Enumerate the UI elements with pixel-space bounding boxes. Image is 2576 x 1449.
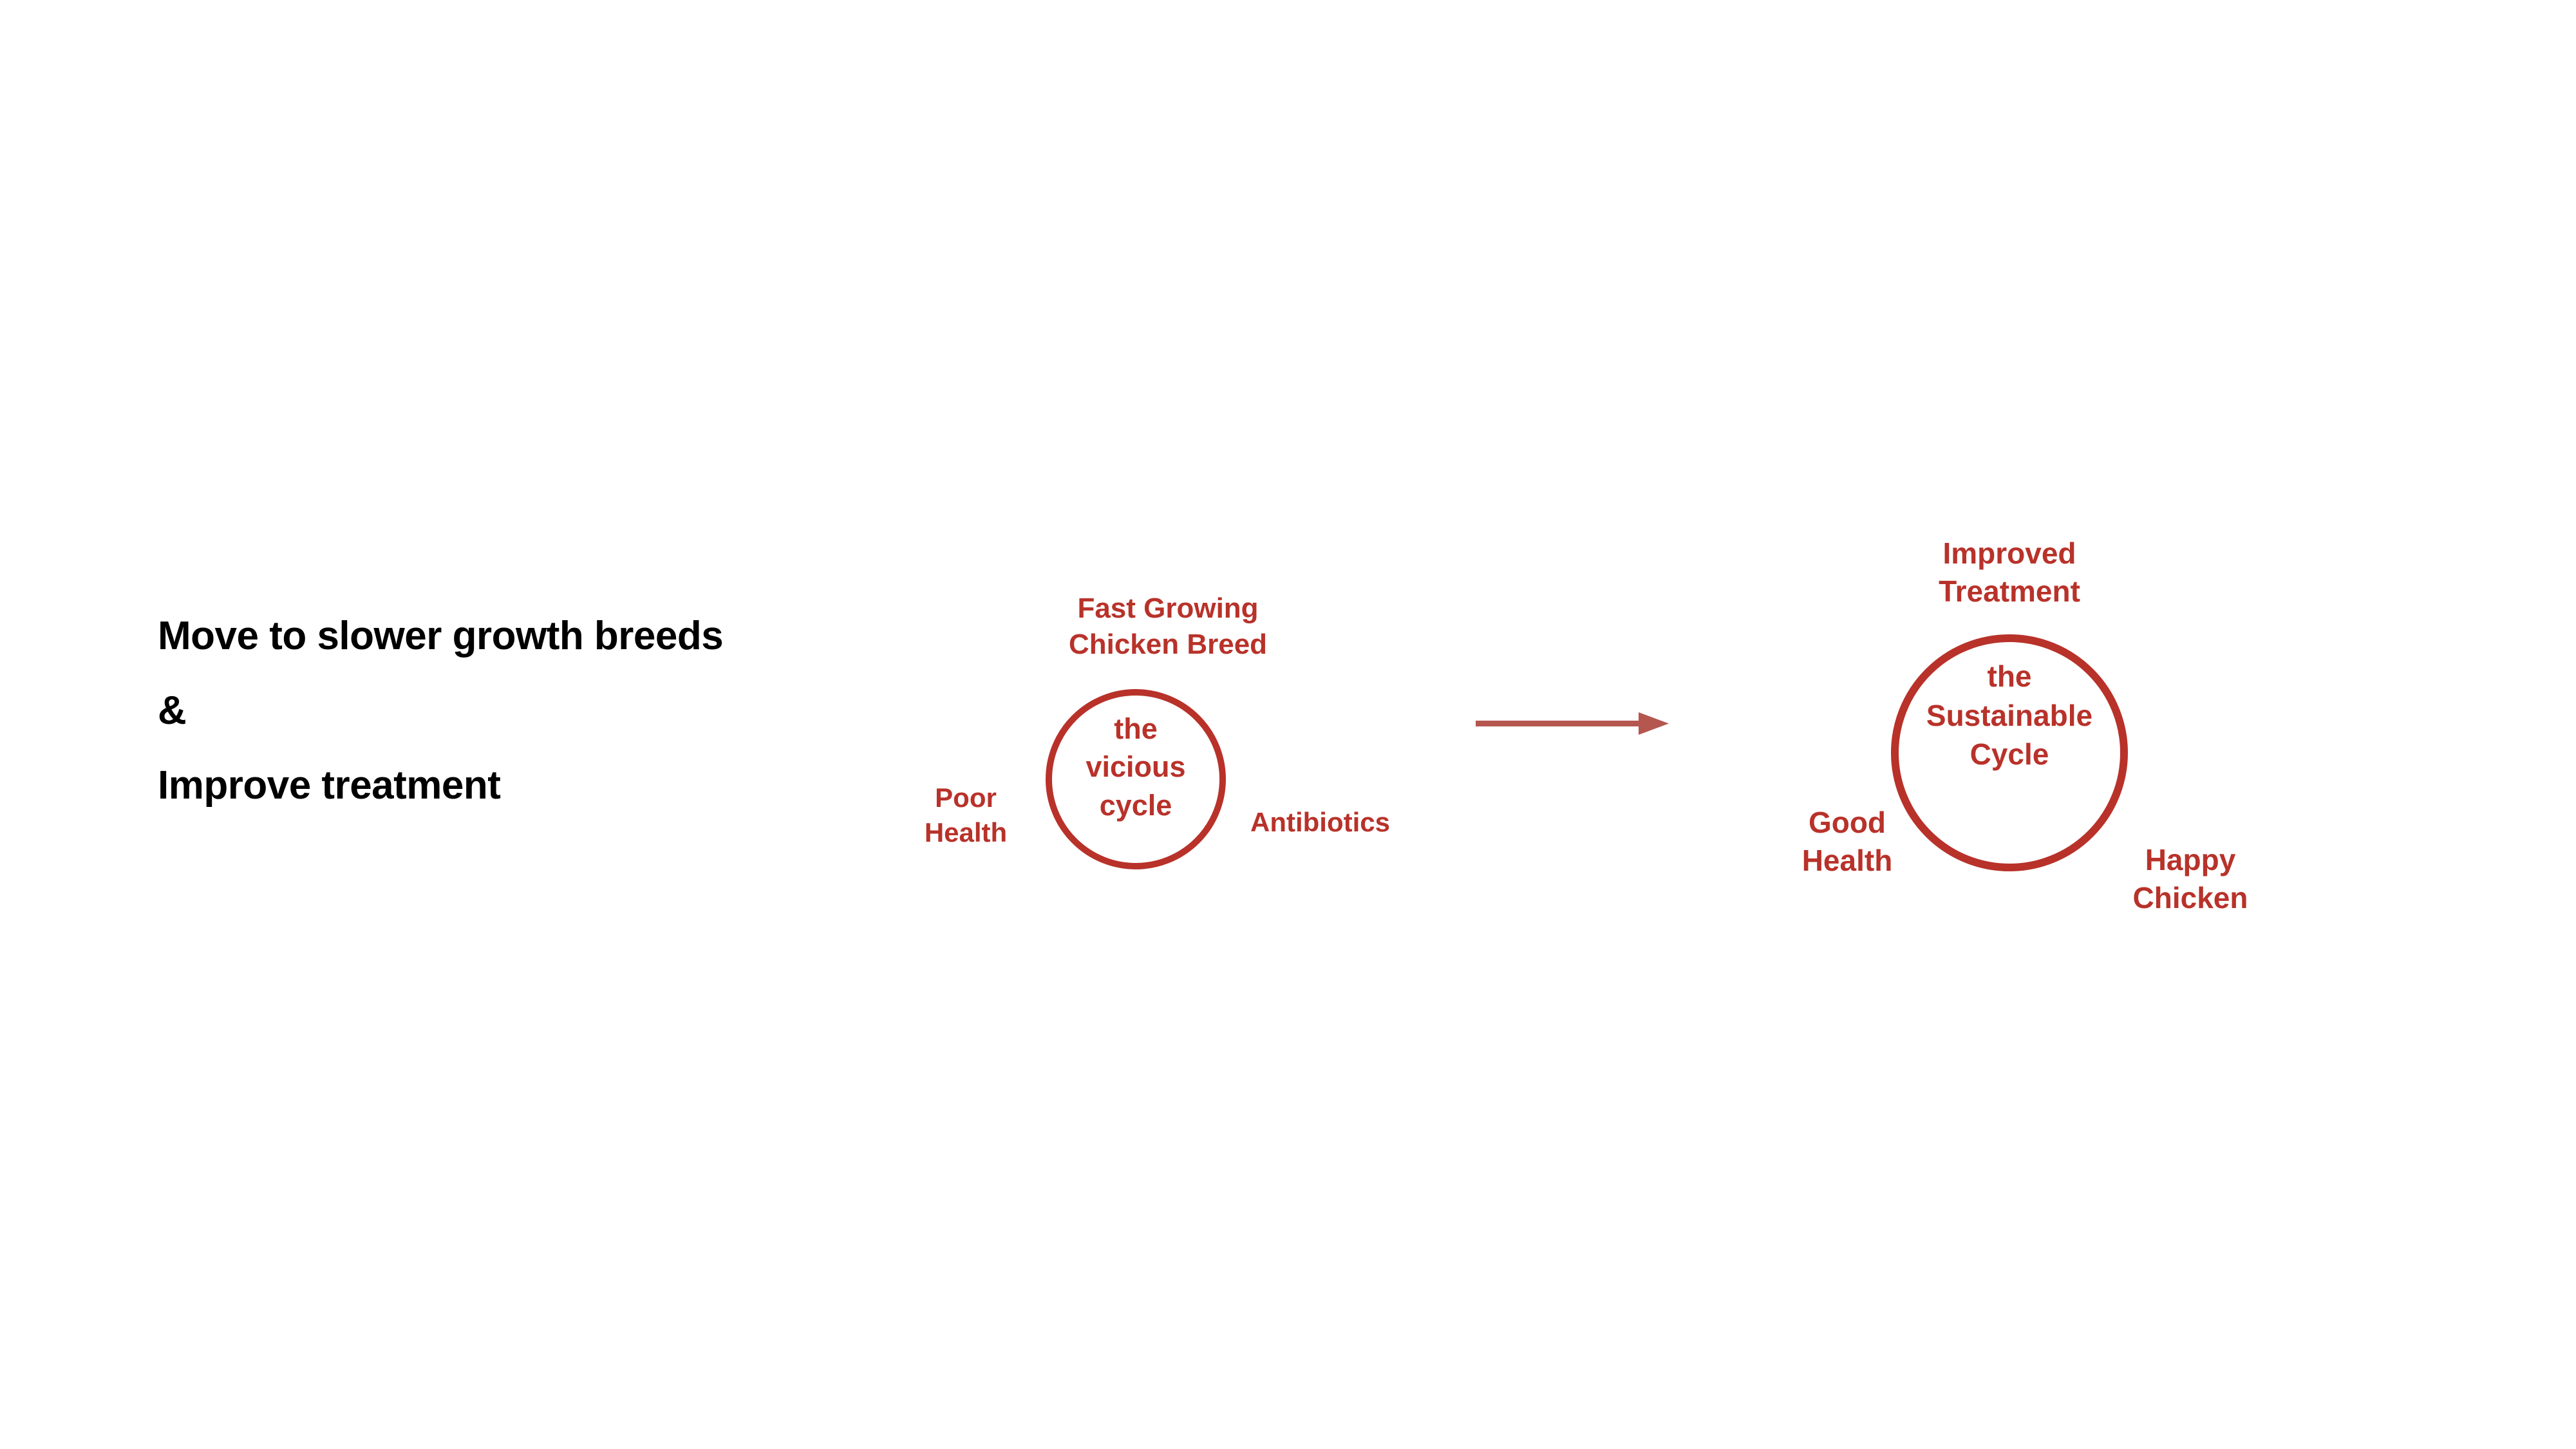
improved-treatment-line-2: Treatment bbox=[1939, 574, 2080, 608]
vicious-core-line-1: the bbox=[1114, 712, 1158, 745]
poor-health-line-2: Health bbox=[924, 817, 1008, 848]
label-poor-health: Poor Health bbox=[869, 781, 1062, 850]
arrow-right-icon bbox=[1476, 712, 1669, 735]
sustainable-cycle-diagram: the Sustainable Cycle Improved Treatment… bbox=[1802, 535, 2367, 914]
label-fast-growing-chicken-breed: Fast Growing Chicken Breed bbox=[1001, 591, 1335, 663]
headline-block: Move to slower growth breeds & Improve t… bbox=[158, 599, 898, 823]
sustainable-core-line-1: the bbox=[1987, 659, 2032, 693]
vicious-cycle-core-label: the vicious cycle bbox=[1046, 710, 1226, 824]
good-health-line-2: Health bbox=[1801, 843, 1893, 877]
vicious-cycle-ring bbox=[1046, 689, 1226, 869]
label-improved-treatment: Improved Treatment bbox=[1881, 535, 2138, 611]
label-antibiotics: Antibiotics bbox=[1250, 805, 1456, 840]
vicious-core-line-3: cycle bbox=[1099, 788, 1172, 822]
vicious-cycle-diagram: the vicious cycle Fast Growing Chicken B… bbox=[925, 567, 1468, 889]
fast-growing-line-1: Fast Growing bbox=[1077, 592, 1259, 624]
label-happy-chicken: Happy Chicken bbox=[2084, 841, 2297, 917]
antibiotics-line-1: Antibiotics bbox=[1250, 807, 1390, 837]
happy-chicken-line-2: Chicken bbox=[2132, 880, 2248, 914]
transition-arrow bbox=[1474, 708, 1674, 741]
good-health-line-1: Good bbox=[1808, 806, 1886, 839]
fast-growing-line-2: Chicken Breed bbox=[1068, 629, 1268, 661]
headline-line-2: & bbox=[158, 688, 187, 733]
sustainable-core-line-2: Sustainable bbox=[1926, 698, 2093, 732]
headline-line-1: Move to slower growth breeds bbox=[158, 614, 724, 658]
vicious-core-line-2: vicious bbox=[1086, 750, 1186, 784]
poor-health-line-1: Poor bbox=[935, 782, 997, 813]
label-good-health: Good Health bbox=[1751, 804, 1944, 880]
improved-treatment-line-1: Improved bbox=[1942, 536, 2076, 570]
sustainable-cycle-core-label: the Sustainable Cycle bbox=[1891, 657, 2128, 774]
headline-line-3: Improve treatment bbox=[158, 763, 501, 808]
sustainable-core-line-3: Cycle bbox=[1970, 737, 2049, 772]
happy-chicken-line-1: Happy bbox=[2145, 843, 2236, 876]
